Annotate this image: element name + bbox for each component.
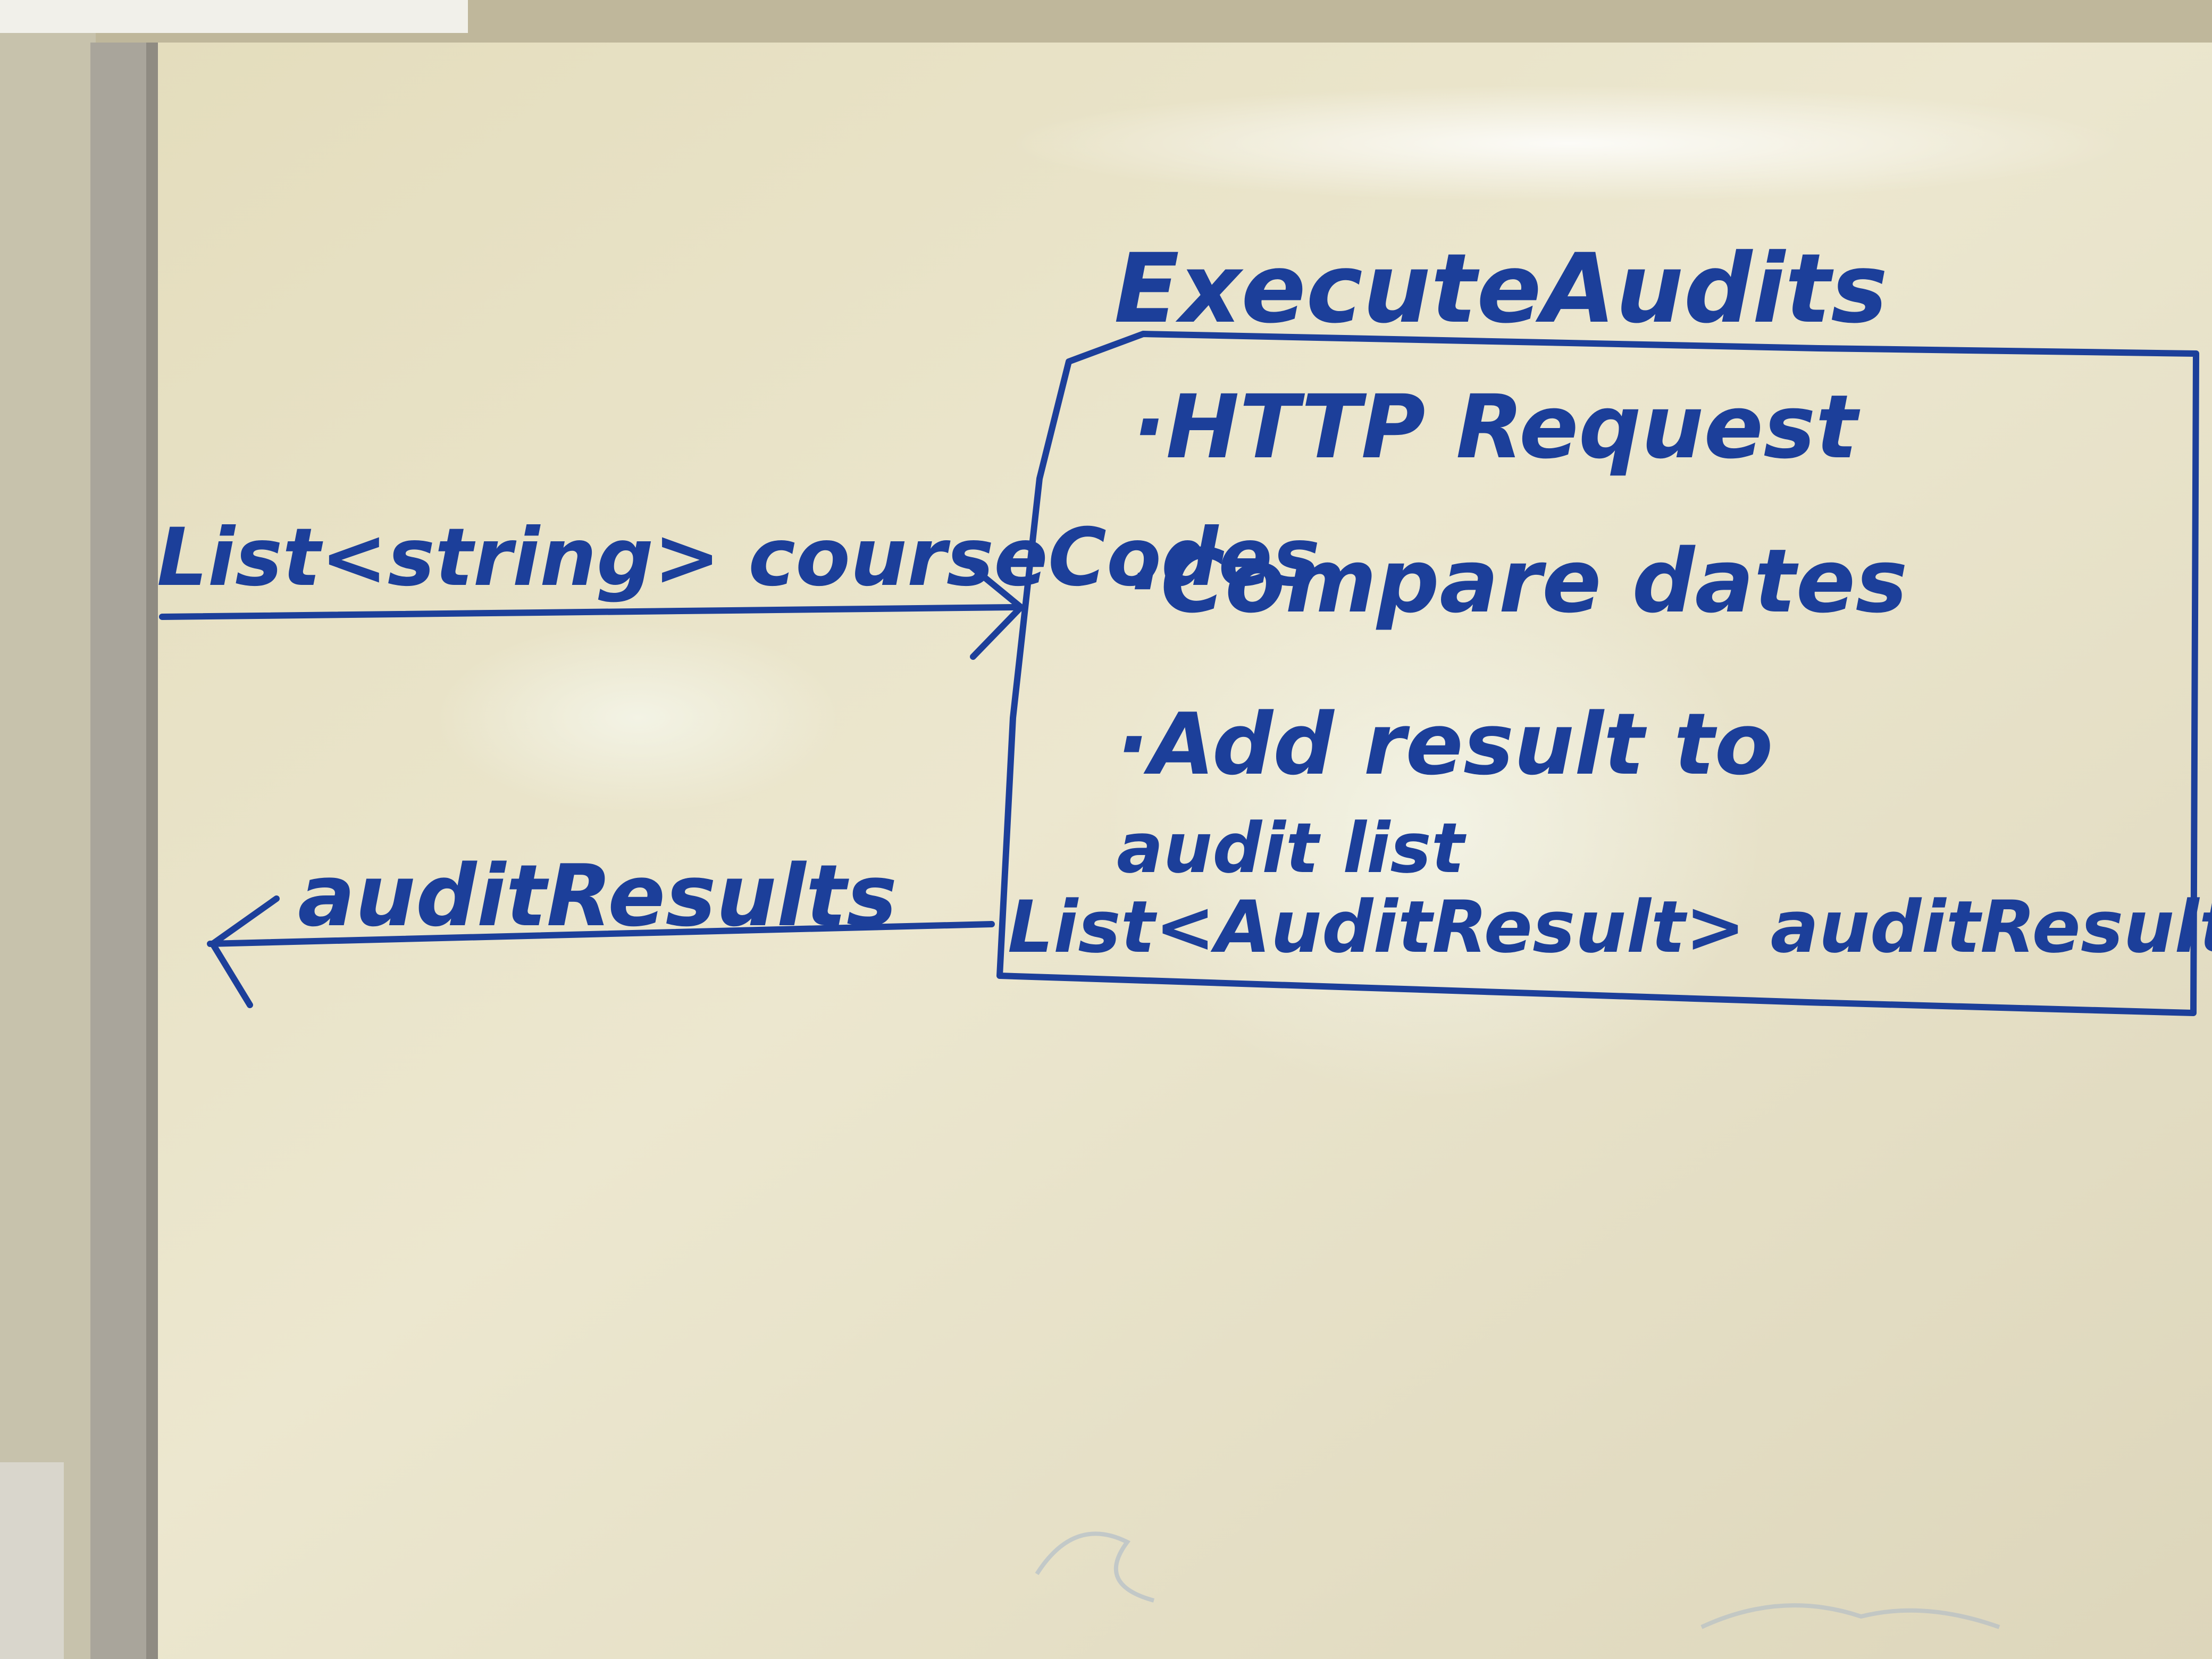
box-item-add-result: ·Add result to: [1117, 694, 1773, 794]
board-frame: [90, 43, 154, 1659]
output-arrow: [207, 921, 995, 947]
box-title: ExecuteAudits: [1114, 233, 1888, 345]
input-label: List<string> courseCodes: [157, 512, 1320, 604]
output-arrow-head: [210, 895, 280, 1008]
box-item-audit-list: audit list: [1117, 808, 1467, 889]
wall-left: [0, 0, 96, 1659]
paper-sheet-bottom: [0, 1462, 64, 1659]
erased-marks: [1035, 1531, 1155, 1603]
input-arrow: [159, 604, 1016, 620]
light-glare: [1010, 85, 2127, 202]
paper-sheet: [0, 0, 468, 33]
light-glare: [1106, 548, 1765, 1101]
box-item-http-request: ·HTTP Request: [1133, 376, 1860, 478]
input-arrow-head: [965, 560, 1024, 660]
box-output-label: List<AuditResult> auditResults: [1008, 885, 2212, 969]
box-item-compare-dates: ·Compare dates: [1127, 530, 1908, 632]
function-box: [996, 331, 2199, 1016]
